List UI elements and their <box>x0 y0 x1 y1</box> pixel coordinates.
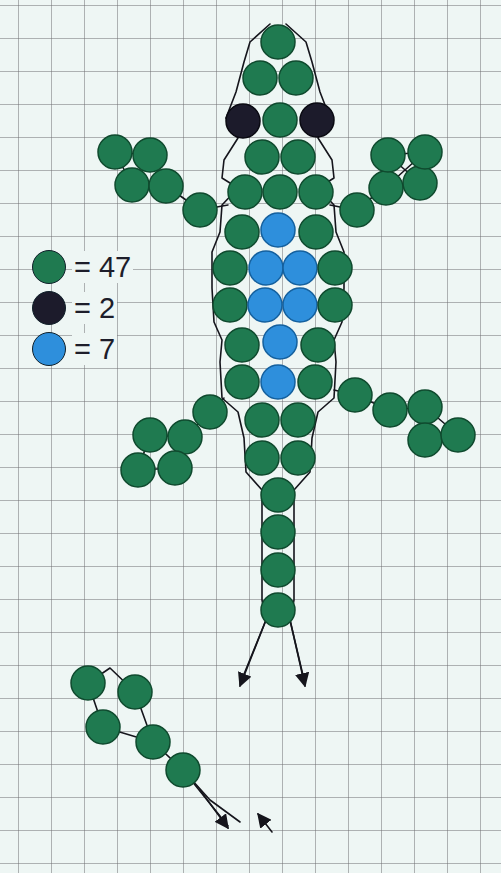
legend-label: = 47 <box>72 251 133 283</box>
bead <box>245 403 279 437</box>
bead <box>283 251 317 285</box>
bead <box>71 666 105 700</box>
legend-swatch <box>32 332 66 366</box>
legend-swatch <box>32 250 66 284</box>
bead <box>183 193 217 227</box>
bead <box>149 169 183 203</box>
bead <box>98 135 132 169</box>
bead <box>403 166 437 200</box>
bead <box>248 288 282 322</box>
bead <box>300 103 334 137</box>
bead <box>249 251 283 285</box>
bead <box>371 138 405 172</box>
legend-label: = 7 <box>72 333 117 365</box>
bead <box>228 175 262 209</box>
bead <box>301 328 335 362</box>
bead <box>281 140 315 174</box>
bead <box>245 140 279 174</box>
bead <box>225 215 259 249</box>
bead <box>261 593 295 627</box>
bead <box>281 441 315 475</box>
bead <box>408 135 442 169</box>
bead <box>408 423 442 457</box>
bead <box>338 378 372 412</box>
bead <box>263 175 297 209</box>
bead <box>133 138 167 172</box>
bead <box>261 365 295 399</box>
bead <box>213 251 247 285</box>
bead <box>245 441 279 475</box>
bead <box>166 753 200 787</box>
legend-entry: = 47 <box>32 250 133 286</box>
bead <box>168 420 202 454</box>
bead <box>261 213 295 247</box>
bead <box>279 61 313 95</box>
thread <box>88 668 228 826</box>
thread <box>200 790 228 828</box>
bead <box>340 193 374 227</box>
thread <box>212 24 270 684</box>
bead <box>299 175 333 209</box>
bead <box>408 390 442 424</box>
legend-label: = 2 <box>72 292 117 324</box>
legend-swatch <box>32 291 66 325</box>
bead <box>263 325 297 359</box>
bead <box>299 215 333 249</box>
bead <box>373 393 407 427</box>
bead <box>136 725 170 759</box>
bead <box>121 453 155 487</box>
bead <box>263 103 297 137</box>
legend-entry: = 2 <box>32 291 117 327</box>
bead <box>133 418 167 452</box>
bead <box>225 328 259 362</box>
bead <box>369 171 403 205</box>
thread <box>258 814 272 832</box>
bead <box>261 478 295 512</box>
bead <box>261 515 295 549</box>
bead <box>283 288 317 322</box>
bead <box>115 168 149 202</box>
bead <box>261 553 295 587</box>
bead <box>226 104 260 138</box>
bead <box>193 395 227 429</box>
thread <box>290 620 305 686</box>
bead <box>225 365 259 399</box>
bead <box>243 61 277 95</box>
bead <box>213 288 247 322</box>
bead <box>158 451 192 485</box>
bead <box>281 403 315 437</box>
thread <box>240 620 266 686</box>
bead <box>261 25 295 59</box>
bead <box>441 418 475 452</box>
beads <box>71 25 475 787</box>
threads <box>88 24 458 832</box>
legend-entry: = 7 <box>32 332 117 368</box>
bead <box>86 710 120 744</box>
bead <box>318 288 352 322</box>
bead <box>118 675 152 709</box>
bead <box>298 365 332 399</box>
bead <box>318 251 352 285</box>
